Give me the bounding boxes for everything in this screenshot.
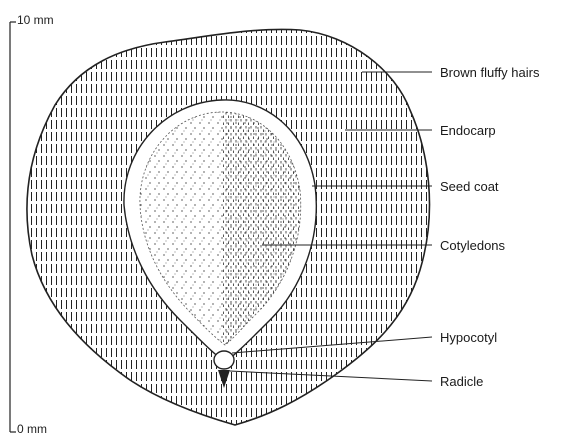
label-brown-fluffy-hairs: Brown fluffy hairs (440, 65, 540, 80)
label-radicle: Radicle (440, 374, 483, 389)
label-endocarp: Endocarp (440, 123, 496, 138)
scale-bottom-label: 0 mm (17, 422, 47, 434)
label-seed-coat: Seed coat (440, 179, 499, 194)
label-hypocotyl: Hypocotyl (440, 330, 497, 345)
scale-top-label: 10 mm (17, 13, 54, 27)
label-cotyledons: Cotyledons (440, 238, 506, 253)
scale-bar (10, 22, 16, 432)
hypocotyl-shape (214, 351, 234, 369)
